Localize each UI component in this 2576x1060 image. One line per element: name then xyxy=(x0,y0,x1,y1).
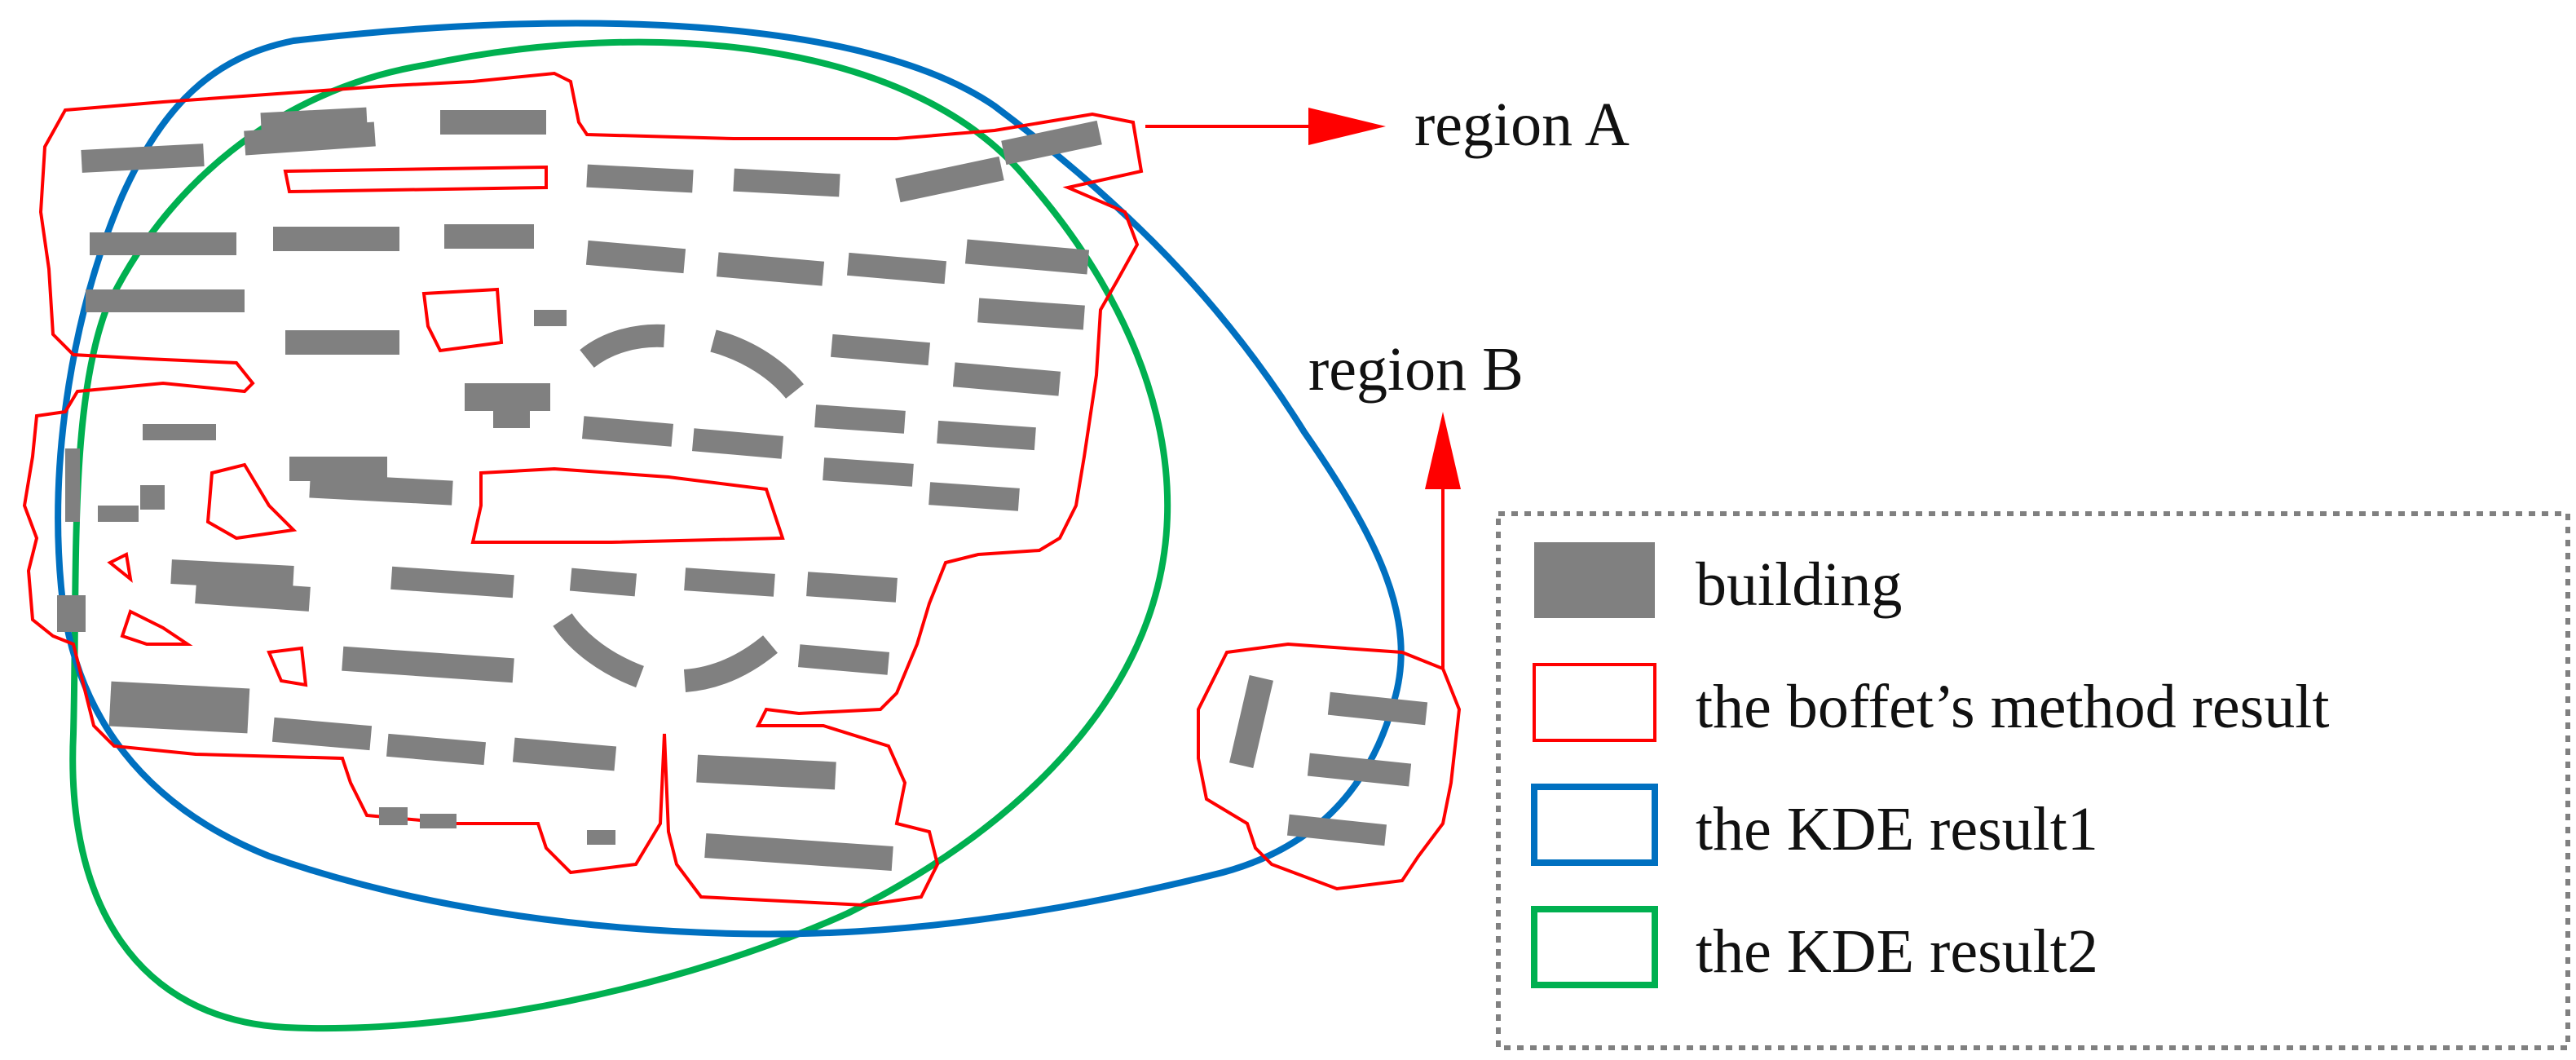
ring-building-arc xyxy=(683,635,778,692)
building xyxy=(585,240,686,274)
boffet-region-b-cluster xyxy=(1197,642,1462,891)
building xyxy=(195,579,311,612)
building xyxy=(273,227,399,251)
building xyxy=(586,164,694,193)
building xyxy=(390,566,514,598)
ring-building-arc xyxy=(580,324,665,369)
boffet-swatch xyxy=(1533,663,1656,742)
boffet-hole-6 xyxy=(267,646,308,687)
boffet-main-cluster xyxy=(22,71,1144,908)
building xyxy=(977,298,1085,330)
region-a-label: region A xyxy=(1414,91,1630,159)
building xyxy=(1327,691,1428,726)
building xyxy=(1286,814,1387,846)
building xyxy=(65,448,80,522)
building xyxy=(691,428,784,459)
boffet-hole-3 xyxy=(205,462,298,541)
boffet-hole-2 xyxy=(283,165,548,194)
building xyxy=(716,252,825,286)
building xyxy=(285,330,399,355)
region-b-label: region B xyxy=(1308,335,1524,404)
building xyxy=(444,224,534,249)
kde-result2-boundary xyxy=(69,38,1171,1032)
legend-item-kde1: the KDE result1 xyxy=(1531,784,2098,866)
building-swatch xyxy=(1534,542,1655,618)
building xyxy=(244,121,376,156)
building xyxy=(57,595,86,632)
building xyxy=(90,232,236,255)
building xyxy=(534,310,567,326)
building xyxy=(733,168,840,197)
kde2-swatch xyxy=(1531,906,1658,988)
central-ring-buildings xyxy=(553,324,804,692)
legend-label-boffet: the boffet’s method result xyxy=(1696,673,2329,741)
buildings xyxy=(57,107,1428,871)
building xyxy=(493,404,530,428)
boffet-hole-1 xyxy=(421,287,504,353)
building xyxy=(704,833,893,871)
building xyxy=(823,457,914,487)
legend-label-kde2: the KDE result2 xyxy=(1696,917,2098,986)
building xyxy=(937,420,1036,451)
kde-result1-boundary xyxy=(55,20,1405,938)
building xyxy=(309,473,453,506)
boffet-hole-4 xyxy=(470,466,785,544)
building xyxy=(1001,120,1102,166)
legend-item-building: building xyxy=(1534,542,1902,619)
building xyxy=(895,156,1004,203)
legend-item-kde2: the KDE result2 xyxy=(1531,906,2098,988)
building xyxy=(929,482,1020,511)
ring-building-arc xyxy=(553,612,645,688)
legend-frame xyxy=(1496,511,2570,1050)
building xyxy=(440,110,546,135)
legend: building the boffet’s method result the … xyxy=(1496,511,2570,1050)
building xyxy=(81,144,205,173)
boffet-hole-7 xyxy=(107,552,133,583)
building xyxy=(581,416,674,447)
legend-label-kde1: the KDE result1 xyxy=(1696,795,2098,863)
building xyxy=(140,485,165,510)
building xyxy=(271,717,373,751)
building xyxy=(806,572,898,603)
building xyxy=(420,814,457,828)
boffet-hole-5 xyxy=(120,609,193,646)
building xyxy=(379,807,408,825)
building xyxy=(569,568,637,597)
region-a-arrowhead xyxy=(1308,108,1386,145)
building xyxy=(1307,753,1412,787)
building xyxy=(86,289,245,312)
region-b-arrowhead xyxy=(1425,412,1461,489)
building xyxy=(952,362,1061,396)
building xyxy=(797,644,890,675)
building xyxy=(696,754,836,790)
legend-label-building: building xyxy=(1696,550,1902,619)
building xyxy=(964,239,1090,275)
boffet-result-outlines xyxy=(22,71,1462,908)
annotation-arrows xyxy=(1145,108,1461,669)
building xyxy=(143,424,216,440)
building xyxy=(98,506,139,522)
kde1-swatch xyxy=(1531,784,1658,866)
building xyxy=(831,333,930,366)
building xyxy=(342,646,514,683)
building xyxy=(814,404,906,434)
building xyxy=(260,107,368,131)
building xyxy=(684,568,775,597)
ring-building-arc xyxy=(710,329,804,399)
building xyxy=(108,681,250,734)
building xyxy=(386,733,486,766)
legend-item-boffet: the boffet’s method result xyxy=(1533,663,2329,742)
building xyxy=(512,737,617,771)
building xyxy=(847,252,946,285)
building xyxy=(1229,675,1273,768)
building xyxy=(587,830,615,845)
